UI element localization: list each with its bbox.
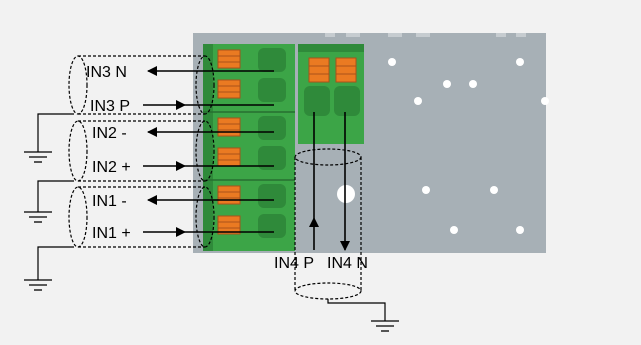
board-holes — [337, 58, 549, 234]
drain-wires — [37, 113, 386, 321]
label-in4-n: IN4 N — [327, 255, 368, 272]
ground-icon — [371, 320, 399, 332]
label-in3-p: IN3 P — [90, 98, 130, 115]
terminal-block-top — [298, 44, 364, 144]
shielded-cable-in1 — [68, 186, 215, 248]
shielded-cable-in3 — [68, 55, 215, 115]
label-in2-minus: IN2 - — [92, 125, 127, 142]
ground-icon — [24, 151, 52, 163]
signal-wires — [143, 66, 350, 251]
label-in4-p: IN4 P — [274, 255, 314, 272]
ground-icon — [24, 211, 52, 223]
label-in2-plus: IN2 + — [92, 159, 131, 176]
label-in3-n: IN3 N — [86, 64, 127, 81]
spring-clamps-top — [308, 57, 357, 83]
spring-clamps-left — [217, 49, 241, 235]
label-in1-minus: IN1 - — [92, 193, 127, 210]
terminal-block-left — [203, 44, 295, 251]
ground-icon — [24, 279, 52, 291]
label-in1-plus: IN1 + — [92, 225, 131, 242]
shielded-cable-in2 — [68, 120, 215, 182]
